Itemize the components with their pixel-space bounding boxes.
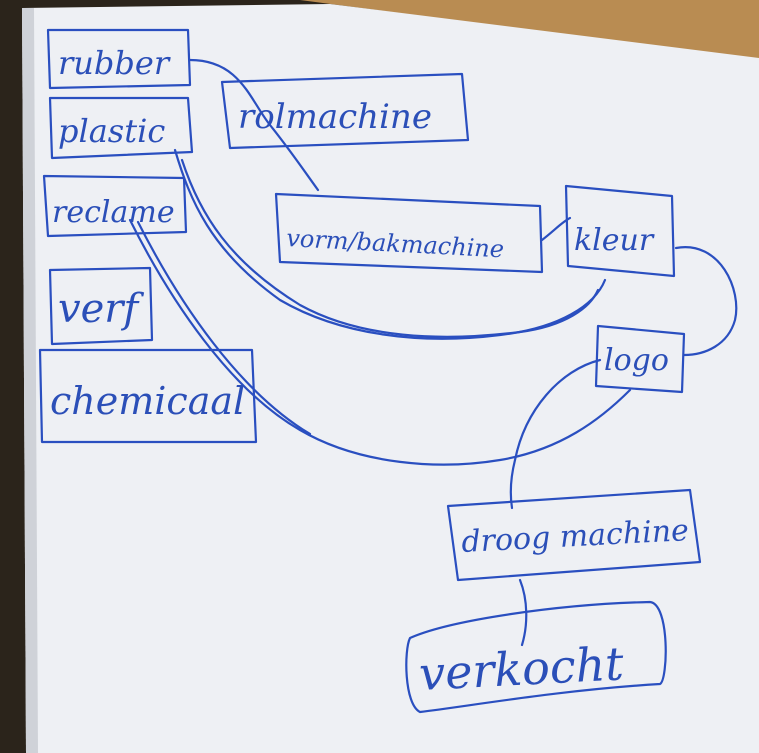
box-kleur [564, 184, 676, 278]
label-verf: verf [58, 286, 144, 332]
box-rolmachine [220, 72, 470, 150]
box-vormmachine [274, 192, 544, 274]
box-reclame [42, 174, 188, 238]
connector-plastic-arc [173, 148, 607, 340]
label-kleur: kleur [574, 223, 655, 258]
box-verf [48, 266, 154, 346]
label-verkocht: verkocht [418, 636, 626, 701]
connector-rubber-vorm [188, 58, 320, 192]
label-rolmachine: rolmachine [238, 97, 432, 137]
label-chemicaal: chemicaal [50, 379, 245, 423]
box-droogmachine [446, 488, 702, 582]
box-plastic [48, 96, 194, 160]
paper-board [22, 4, 759, 753]
label-reclame: reclame [52, 195, 175, 230]
box-logo [594, 324, 686, 394]
connector-reclame-logo [128, 218, 632, 466]
box-chemicaal [38, 348, 258, 444]
label-plastic: plastic [58, 112, 165, 150]
connector-plastic-arc-2 [180, 158, 600, 338]
box-verkocht [405, 600, 667, 714]
label-rubber: rubber [58, 44, 171, 82]
connector-logo-droog [509, 358, 602, 510]
box-rubber [46, 28, 192, 90]
connector-vorm-kleur [540, 216, 572, 242]
connector-kleur-logo [674, 246, 738, 357]
connector-reclame-logo-2 [136, 220, 312, 436]
board-edge [22, 8, 38, 753]
label-logo: logo [604, 343, 669, 378]
